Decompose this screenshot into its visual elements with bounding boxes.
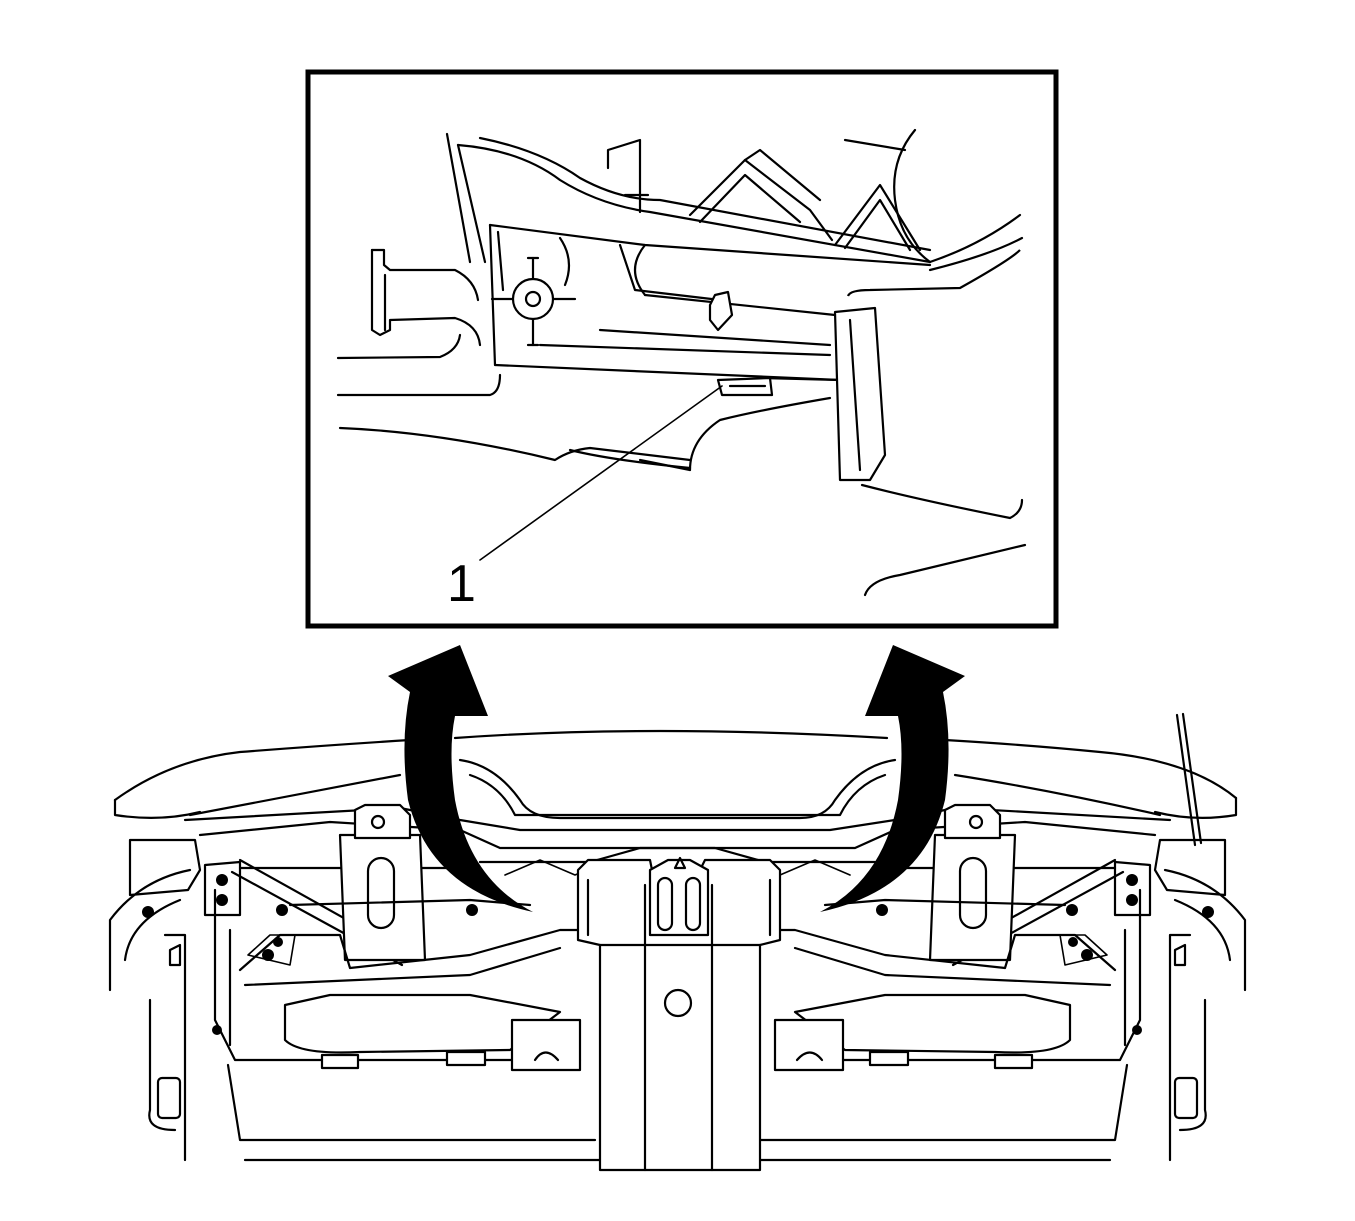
callout-1-label: 1: [447, 555, 476, 613]
seat-frame-assembly: [108, 712, 1247, 1172]
detail-inset: 1: [305, 69, 1059, 629]
curved-arrow-icon: [388, 645, 533, 912]
curved-arrow-icon: [820, 645, 965, 912]
